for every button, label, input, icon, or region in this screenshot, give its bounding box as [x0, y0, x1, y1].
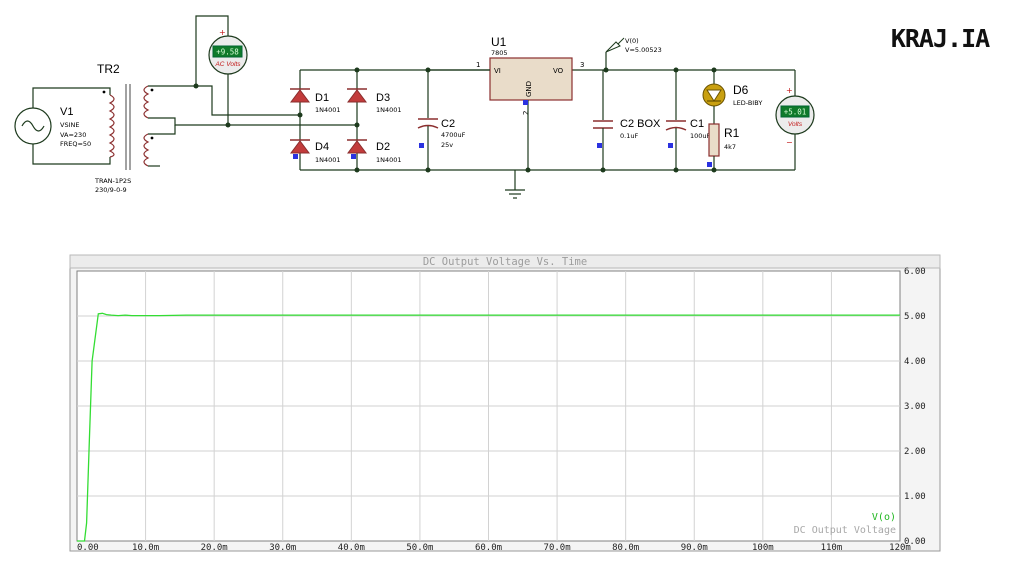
trace-v-o [77, 312, 900, 542]
dc-meter-unit: Volts [788, 121, 803, 128]
capacitor-c2-value: 4700uF [441, 131, 466, 139]
ac-voltmeter[interactable]: +9.58 AC Volts + [208, 28, 248, 75]
source-ref: V1 [60, 106, 73, 118]
logo: KRAJ.IA [891, 24, 990, 53]
dc-meter-reading: +5.01 [784, 108, 807, 117]
diode-d4[interactable]: D4 1N4001 [290, 139, 341, 164]
x-tick-label: 90.0m [681, 543, 708, 553]
resistor-value: 4k7 [724, 143, 736, 151]
ac-meter-reading: +9.58 [216, 48, 239, 57]
y-tick-label: 6.00 [904, 267, 926, 277]
diode-d2-ref: D2 [376, 141, 390, 153]
diode-d4-ref: D4 [315, 141, 329, 153]
led-ref: D6 [733, 83, 749, 97]
transformer-ref: TR2 [97, 62, 120, 76]
x-tick-label: 120m [889, 543, 911, 553]
probe-name: V(0) [625, 37, 639, 45]
transformer-type: TRAN-1P2S [94, 177, 131, 185]
capacitor-c2[interactable]: C2 4700uF 25v [417, 70, 466, 170]
y-tick-label: 5.00 [904, 312, 926, 322]
regulator-pin3-num: 3 [580, 61, 584, 69]
plot-area: 0.00 10.0m 20.0m 30.0m 40.0m 50.0m 60.0m 70.0m 8… [76, 267, 926, 553]
diode-d3[interactable]: D3 1N4001 [347, 88, 402, 114]
x-tick-label: 20.0m [201, 543, 228, 553]
graph-title: DC Output Voltage Vs. Time [423, 256, 587, 268]
probe-value: V=5.00523 [625, 46, 662, 54]
x-tick-label: 70.0m [544, 543, 571, 553]
x-tick-label: 10.0m [132, 543, 159, 553]
capacitor-box-ref: C2 BOX [620, 118, 661, 130]
diode-d3-ref: D3 [376, 92, 390, 104]
regulator-part: 7805 [491, 49, 508, 57]
capacitor-box-value: 0.1uF [620, 132, 638, 140]
capacitor-c2-box[interactable]: C2 BOX 0.1uF [593, 70, 661, 170]
diode-d3-part: 1N4001 [376, 106, 402, 114]
graph-panel[interactable]: DC Output Voltage Vs. Time 0.00 10.0m 20.0… [69, 254, 941, 553]
source-type: VSINE [60, 121, 79, 129]
legend-label: DC Output Voltage [794, 525, 896, 536]
regulator-pin-vi: VI [494, 67, 501, 75]
diode-d2[interactable]: D2 1N4001 [347, 139, 402, 164]
y-tick-label: 4.00 [904, 357, 926, 367]
diode-d1-ref: D1 [315, 92, 329, 104]
regulator-ref: U1 [491, 35, 507, 49]
x-tick-label: 100m [752, 543, 774, 553]
led-d6[interactable]: D6 LED-BIBY [702, 70, 762, 107]
ac-source-v1[interactable]: V1 VSINE VA=230 FREQ=50 [14, 106, 91, 148]
x-tick-label: 40.0m [338, 543, 365, 553]
resistor-ref: R1 [724, 126, 740, 140]
dc-voltmeter[interactable]: +5.01 Volts + − [775, 86, 815, 147]
regulator-pin2-num: 2 [522, 111, 530, 115]
x-tick-label: 0.00 [77, 543, 99, 553]
capacitor-c1[interactable]: C1 100uF [665, 70, 711, 170]
sine-wave-icon [21, 120, 45, 132]
x-tick-label: 50.0m [406, 543, 433, 553]
capacitor-c2-rating: 25v [441, 141, 453, 149]
capacitor-c1-value: 100uF [690, 132, 711, 140]
svg-text:−: − [786, 138, 793, 147]
x-tick-label: 60.0m [475, 543, 502, 553]
ground-symbol [505, 170, 525, 199]
grid-lines [77, 271, 900, 541]
diode-d1[interactable]: D1 1N4001 [290, 88, 341, 114]
diode-d4-part: 1N4001 [315, 156, 341, 164]
voltage-probe[interactable]: V(0) V=5.00523 [605, 37, 662, 70]
x-axis-ticks: 0.00 10.0m 20.0m 30.0m 40.0m 50.0m 60.0m 70.0m 8… [77, 543, 911, 553]
regulator-pin-vo: VO [553, 67, 564, 75]
trace-label: V(o) [872, 512, 896, 523]
source-amplitude: VA=230 [60, 131, 86, 139]
x-tick-label: 80.0m [612, 543, 639, 553]
diode-d1-part: 1N4001 [315, 106, 341, 114]
ac-meter-unit: AC Volts [214, 61, 241, 68]
led-part: LED-BIBY [733, 99, 762, 107]
y-tick-label: 3.00 [904, 402, 926, 412]
transformer-tr2[interactable]: TR2 TRAN-1P2S 230/9-0-9 [94, 62, 154, 194]
capacitor-c2-ref: C2 [441, 118, 455, 130]
regulator-pin1-num: 1 [476, 61, 480, 69]
y-axis-ticks: 0.00 1.00 2.00 3.00 4.00 5.00 6.00 [904, 267, 926, 547]
diode-d2-part: 1N4001 [376, 156, 402, 164]
source-frequency: FREQ=50 [60, 140, 91, 148]
capacitor-c1-ref: C1 [690, 118, 704, 130]
svg-text:+: + [786, 86, 793, 95]
x-tick-label: 110m [821, 543, 843, 553]
y-tick-label: 2.00 [904, 447, 926, 457]
regulator-u1[interactable]: U1 7805 VI VO GND 1 3 2 [476, 35, 584, 115]
resistor-r1[interactable]: R1 4k7 [707, 106, 740, 170]
svg-text:+: + [219, 28, 226, 37]
transformer-ratio: 230/9-0-9 [95, 186, 127, 194]
y-tick-label: 0.00 [904, 537, 926, 547]
x-tick-label: 30.0m [269, 543, 296, 553]
regulator-pin-gnd: GND [525, 81, 533, 97]
y-tick-label: 1.00 [904, 492, 926, 502]
